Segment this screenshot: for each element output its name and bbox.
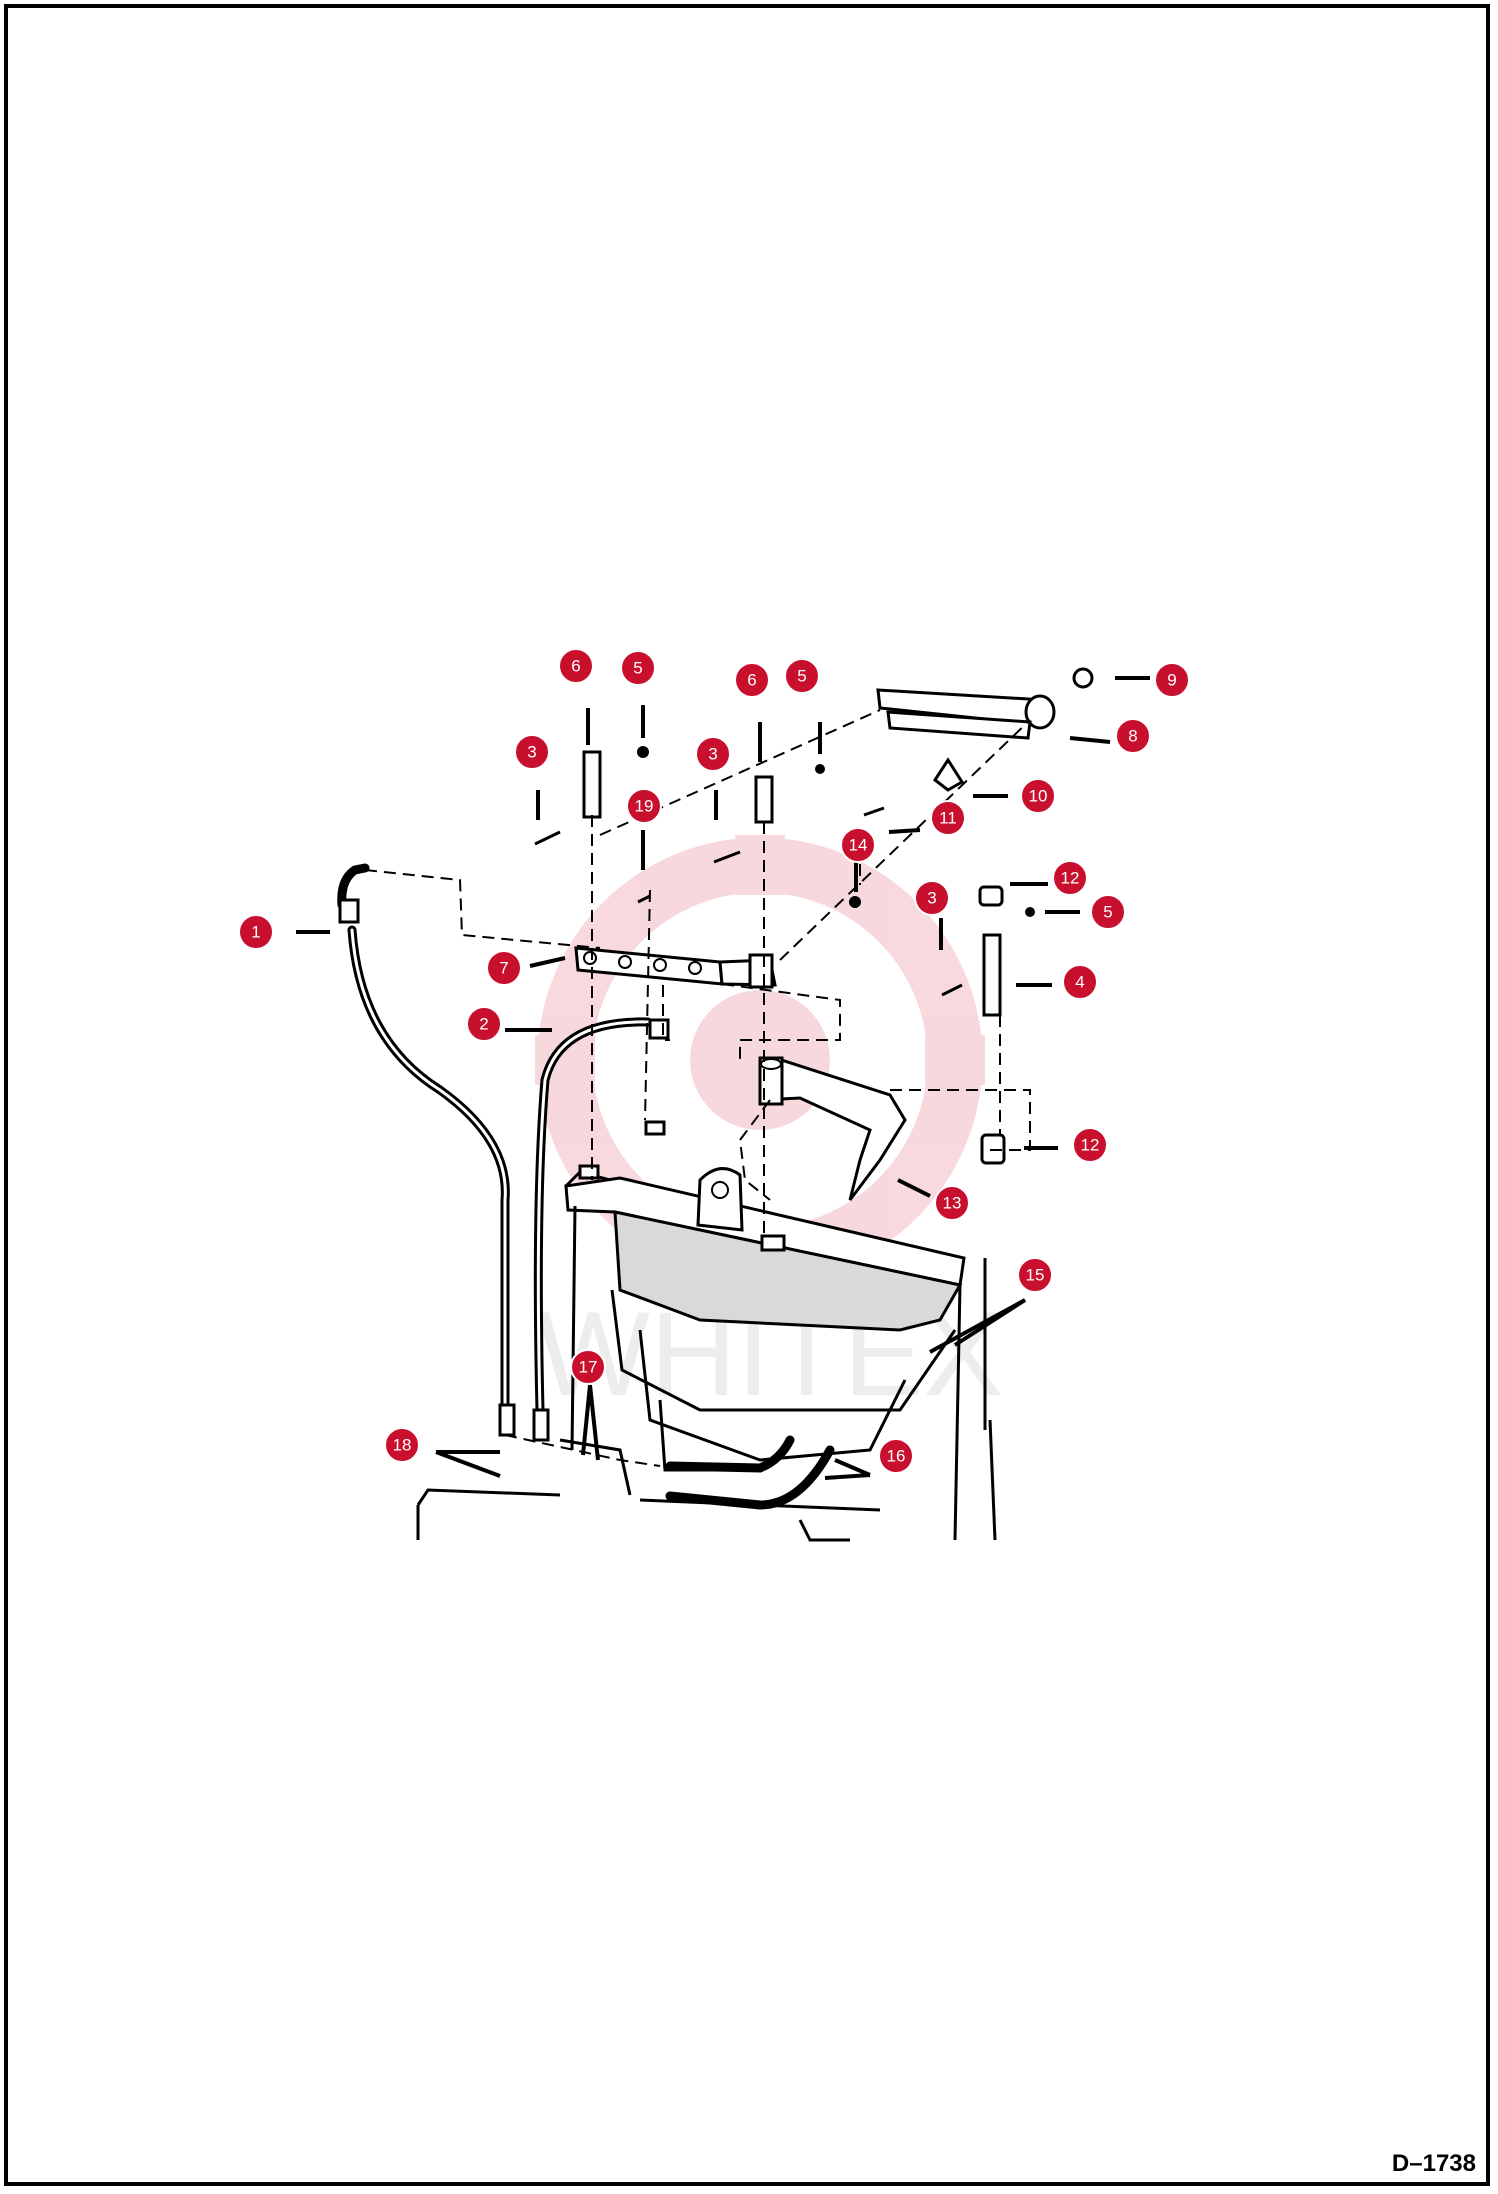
callout-label: 11: [939, 809, 957, 828]
callout-2[interactable]: 2: [466, 1006, 502, 1042]
callout-7[interactable]: 7: [486, 950, 522, 986]
callout-3b[interactable]: 3: [695, 736, 731, 772]
callout-label: 5: [797, 667, 806, 686]
callout-label: 6: [747, 671, 756, 690]
callout-6a[interactable]: 6: [558, 648, 594, 684]
callout-label: 6: [571, 657, 580, 676]
watermark: WHITEX: [535, 835, 1003, 1421]
callout-label: 3: [927, 889, 936, 908]
pins: [534, 746, 1035, 1165]
callout-label: 1: [251, 923, 260, 942]
callout-label: 9: [1167, 671, 1176, 690]
callout-label: 5: [633, 659, 642, 678]
callout-18[interactable]: 18: [384, 1427, 420, 1463]
callout-17[interactable]: 17: [570, 1349, 606, 1385]
callout-3c[interactable]: 3: [914, 880, 950, 916]
callout-label: 7: [499, 959, 508, 978]
callout-14[interactable]: 14: [840, 827, 876, 863]
callout-5a[interactable]: 5: [620, 650, 656, 686]
callout-4[interactable]: 4: [1062, 964, 1098, 1000]
callout-1[interactable]: 1: [238, 914, 274, 950]
callout-3a[interactable]: 3: [514, 734, 550, 770]
callout-11[interactable]: 11: [930, 800, 966, 836]
hoses: [337, 863, 835, 1510]
callout-label: 8: [1128, 727, 1137, 746]
callout-5c[interactable]: 5: [1090, 894, 1126, 930]
drawing-number: D–1738: [1391, 2150, 1476, 2177]
callout-19[interactable]: 19: [626, 788, 662, 824]
leader-lines: [296, 676, 1150, 1480]
callout-label: 19: [635, 797, 654, 816]
callout-label: 12: [1061, 869, 1080, 888]
callout-16[interactable]: 16: [878, 1438, 914, 1474]
callout-label: 17: [579, 1358, 598, 1377]
callout-label: 10: [1029, 787, 1048, 806]
callout-label: 3: [708, 745, 717, 764]
callout-8[interactable]: 8: [1115, 718, 1151, 754]
callout-label: 12: [1081, 1136, 1100, 1155]
top-lock-bar: [876, 667, 1094, 792]
callout-label: 13: [943, 1194, 962, 1213]
callout-13[interactable]: 13: [934, 1185, 970, 1221]
callout-label: 14: [849, 836, 868, 855]
callout-12a[interactable]: 12: [1052, 860, 1088, 896]
callout-9[interactable]: 9: [1154, 662, 1190, 698]
callout-12b[interactable]: 12: [1072, 1127, 1108, 1163]
callout-label: 3: [527, 743, 536, 762]
callout-5b[interactable]: 5: [784, 658, 820, 694]
callout-6b[interactable]: 6: [734, 662, 770, 698]
callout-label: 4: [1075, 973, 1084, 992]
callout-label: 15: [1026, 1266, 1045, 1285]
callout-label: 18: [393, 1436, 412, 1455]
callout-label: 16: [887, 1447, 906, 1466]
callout-15[interactable]: 15: [1017, 1257, 1053, 1293]
callout-10[interactable]: 10: [1020, 778, 1056, 814]
callout-label: 2: [479, 1015, 488, 1034]
callout-label: 5: [1103, 903, 1112, 922]
